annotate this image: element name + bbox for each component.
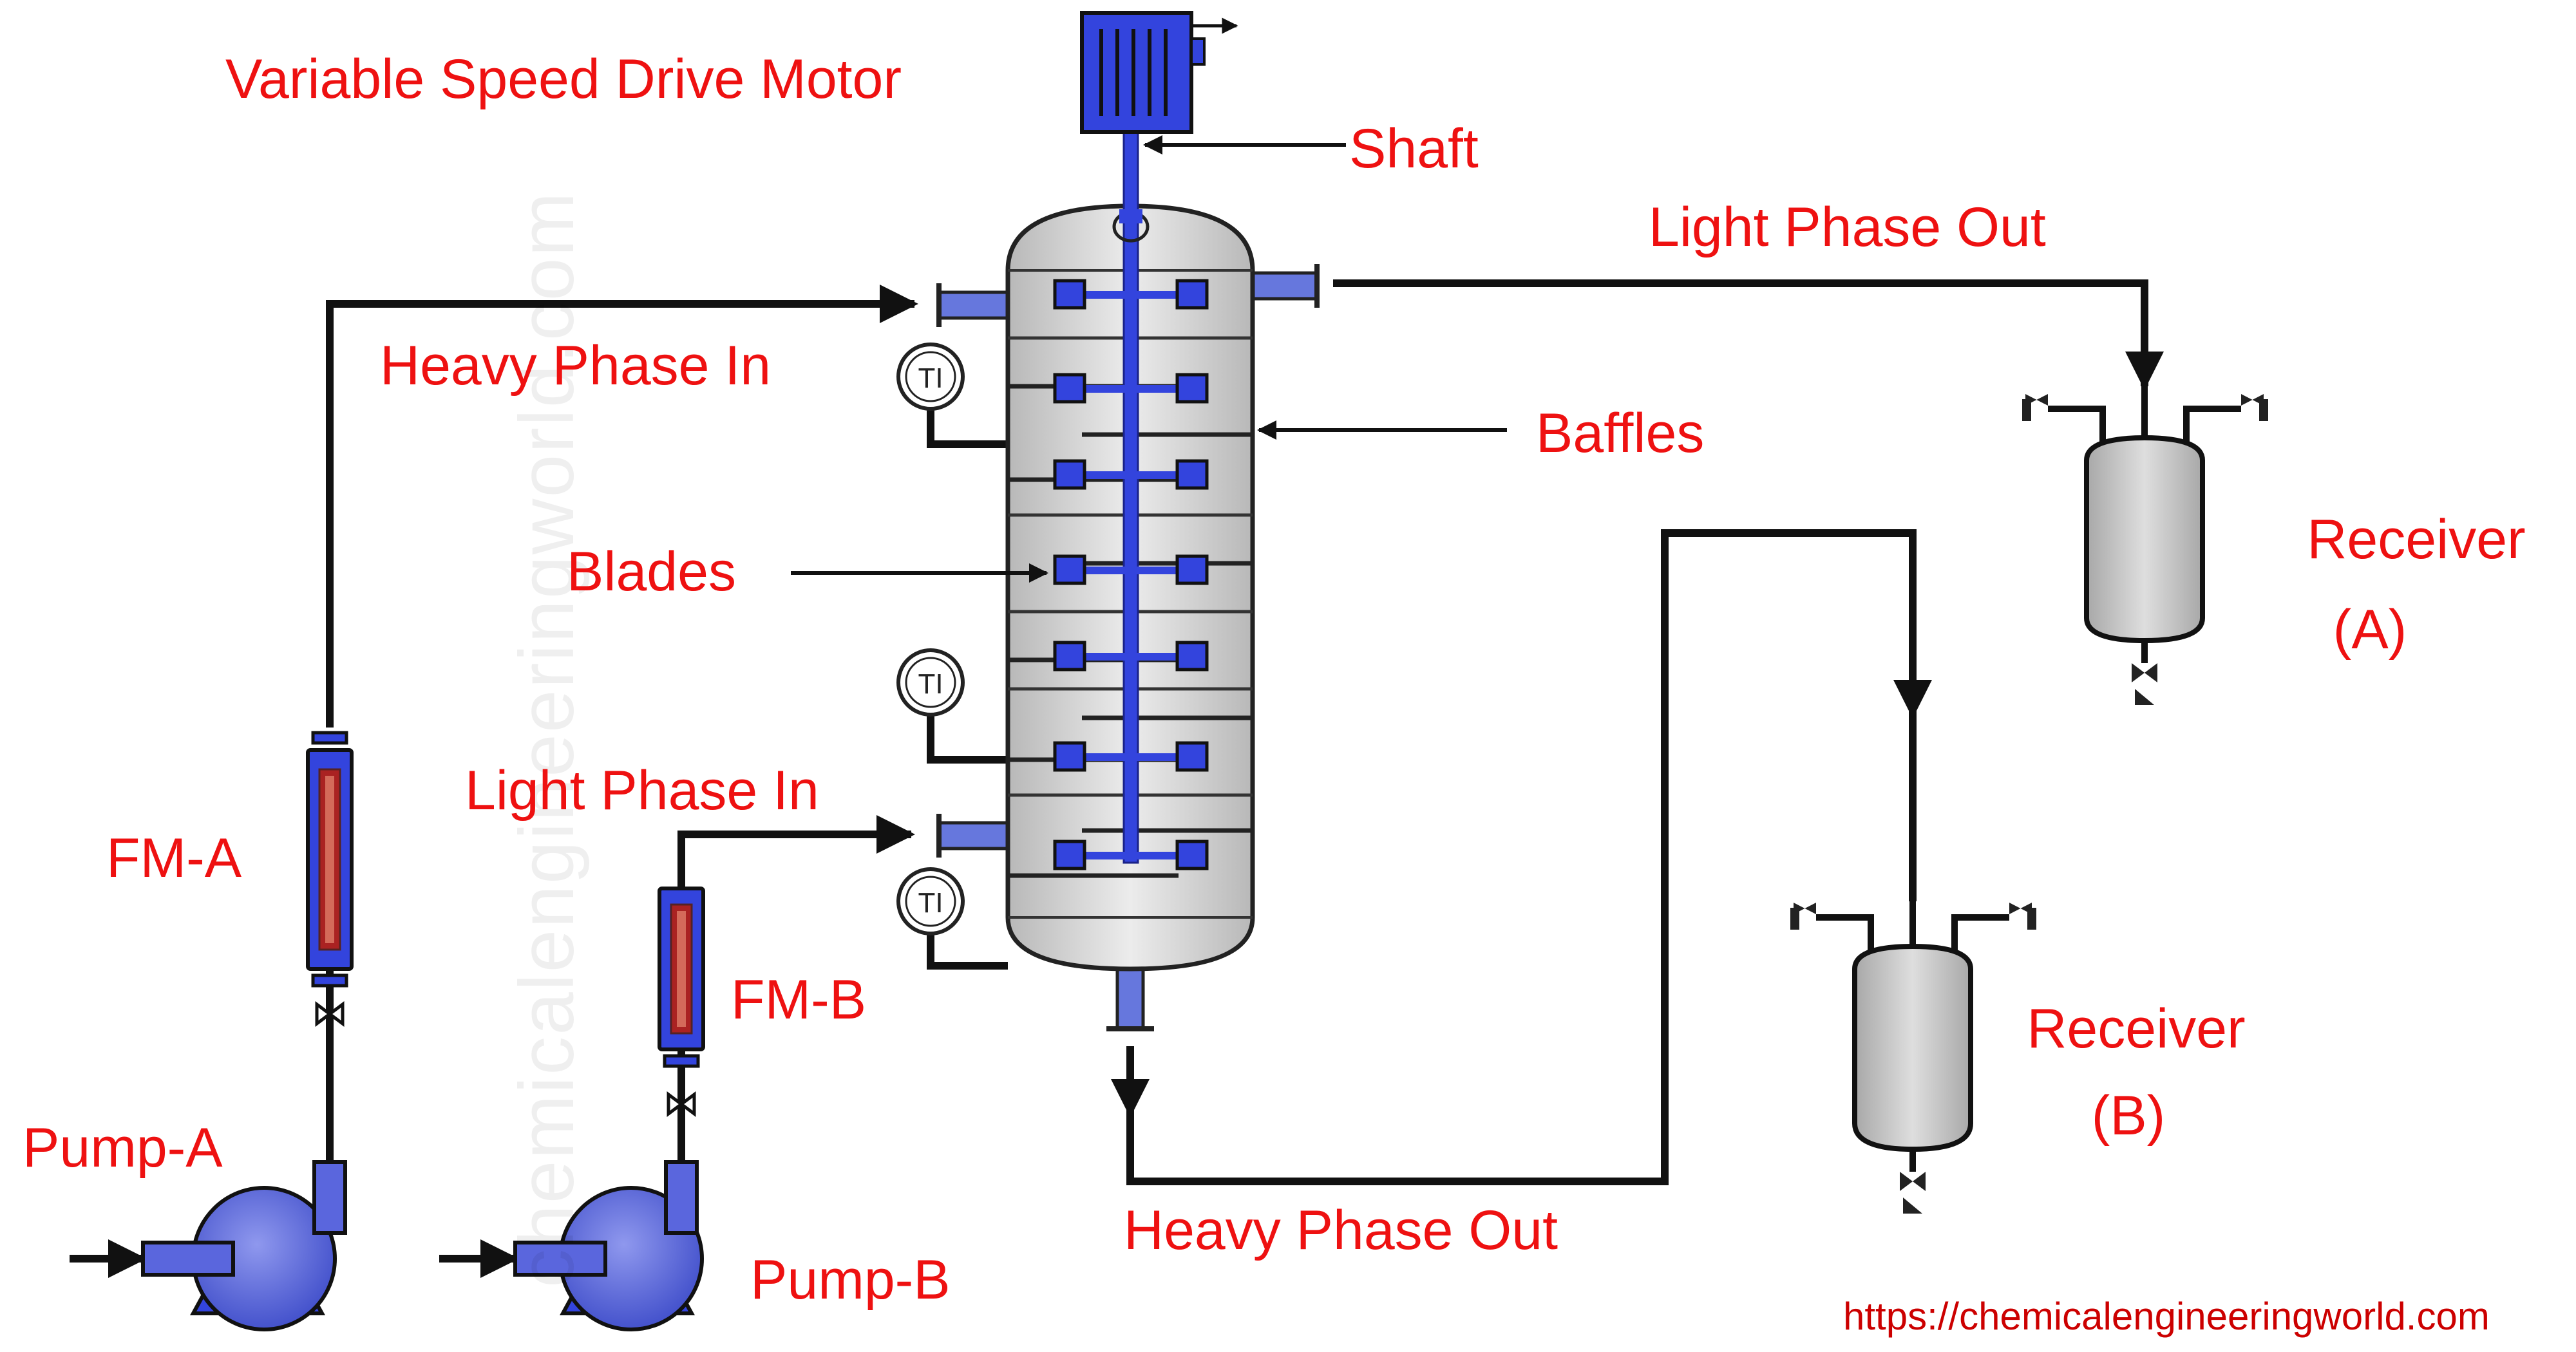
blade-pair-5	[1053, 641, 1209, 671]
receiver-a-vessel	[2022, 386, 2268, 705]
callout-arrows	[791, 135, 1507, 583]
blade-pair-1	[1053, 279, 1209, 310]
heavy-phase-out-nozzle	[1115, 962, 1145, 1031]
heavy-phase-in-line	[326, 285, 918, 728]
ti-1-tag: TI	[918, 362, 943, 394]
flow-meter-a	[306, 731, 354, 1027]
heavy-phase-out-line	[1126, 529, 1917, 1185]
light-phase-in-label: Light Phase In	[465, 760, 819, 822]
drive-motor	[1080, 11, 1206, 134]
light-phase-out-line	[1333, 279, 2164, 390]
blade-pair-3	[1053, 459, 1209, 490]
ti-2-tag: TI	[918, 668, 943, 700]
receiver-a-id: (A)	[2333, 599, 2407, 661]
heavy-phase-out-label: Heavy Phase Out	[1124, 1199, 1558, 1261]
pump-a-label: Pump-A	[23, 1117, 223, 1179]
light-phase-out-label: Light Phase Out	[1649, 196, 2046, 258]
fm-b-valves	[663, 1054, 700, 1117]
heavy-phase-in-nozzle	[937, 290, 1012, 320]
baffles-label: Baffles	[1536, 402, 1705, 464]
extraction-column	[936, 131, 1320, 1031]
temperature-indicator-3: TI	[896, 867, 965, 935]
blade-pair-4	[1053, 554, 1209, 585]
light-phase-in-nozzle	[937, 821, 1012, 850]
blade-pair-7	[1053, 840, 1209, 870]
fm-a-label: FM-A	[106, 827, 242, 889]
receiver-b-label: Receiver	[2027, 998, 2246, 1060]
agitator-blades	[1053, 279, 1209, 870]
receiver-b-vessel	[1790, 901, 2036, 1214]
temperature-indicator-1: TI	[896, 343, 965, 411]
shaft-label: Shaft	[1349, 118, 1479, 180]
flow-meter-b	[658, 887, 705, 1117]
motor-label: Variable Speed Drive Motor	[225, 48, 902, 110]
pump-b-label: Pump-B	[750, 1249, 951, 1311]
blade-pair-6	[1053, 741, 1209, 772]
blades-label: Blades	[567, 541, 736, 603]
heavy-phase-in-label: Heavy Phase In	[380, 335, 772, 397]
light-phase-in-line	[677, 815, 915, 888]
pump-a	[141, 1160, 347, 1331]
receiver-a-label: Receiver	[2307, 509, 2526, 570]
pump-b	[513, 1160, 704, 1331]
receiver-b-id: (B)	[2091, 1085, 2166, 1147]
fm-b-label: FM-B	[731, 969, 867, 1031]
ti-3-tag: TI	[918, 887, 943, 919]
temperature-indicator-2: TI	[896, 648, 965, 717]
website-url: https://chemicalengineeringworld.com	[1843, 1295, 2490, 1338]
light-phase-out-nozzle	[1251, 271, 1319, 301]
fm-a-valves	[311, 731, 348, 1027]
blade-pair-2	[1053, 373, 1209, 404]
